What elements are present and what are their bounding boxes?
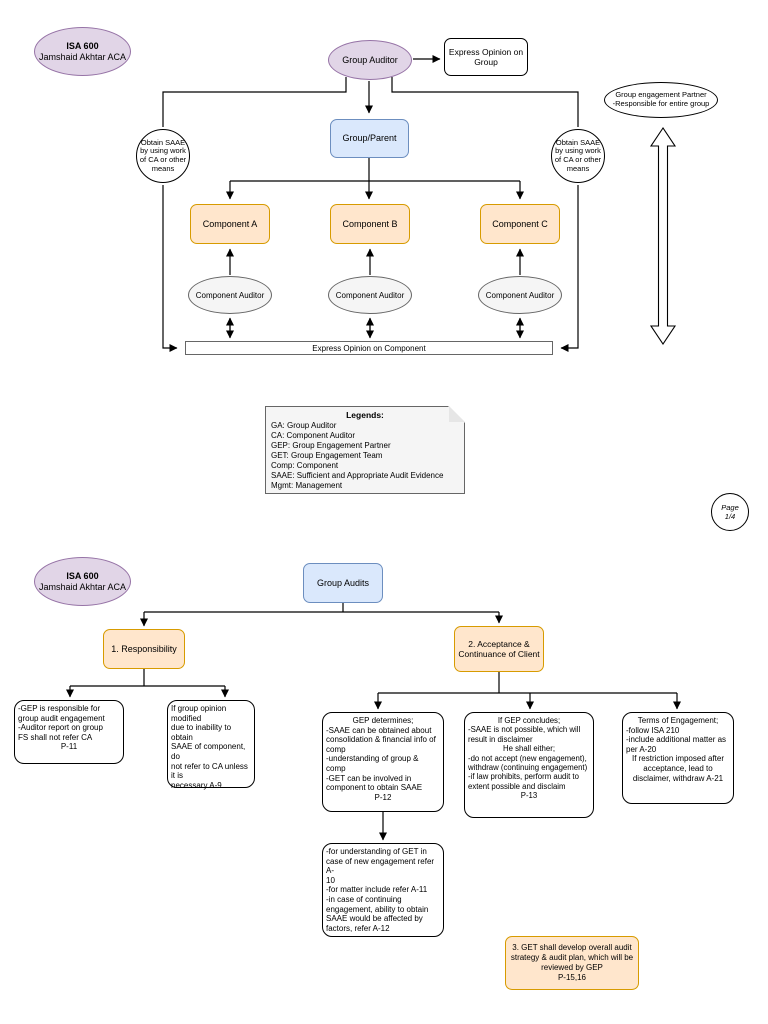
node-terms-of-engagement: Terms of Engagement; -follow ISA 210 -in… — [622, 712, 734, 804]
badge-title: ISA 600 — [66, 570, 99, 581]
gep-determines-title: GEP determines; — [352, 716, 414, 725]
node-resp-box-2: If group opinion modified due to inabili… — [167, 700, 255, 790]
node-obtain-saae-right: Obtain SAAE by using work of CA or other… — [551, 129, 605, 183]
if-gep-concludes-title: If GEP concludes; — [497, 716, 561, 725]
node-get-develop-plan: 3. GET shall develop overall audit strat… — [505, 936, 639, 990]
terms-title: Terms of Engagement; — [637, 716, 719, 725]
legend-item: SAAE: Sufficient and Appropriate Audit E… — [271, 471, 444, 480]
legend-item: GET: Group Engagement Team — [271, 451, 383, 460]
isa600-badge-top: ISA 600 Jamshaid Akhtar ACA — [34, 27, 131, 76]
node-component-a: Component A — [190, 204, 270, 244]
node-group-audits: Group Audits — [303, 563, 383, 603]
node-express-opinion-group: Express Opinion on Group — [444, 38, 528, 76]
terms-note: If restriction imposed after acceptance,… — [631, 754, 725, 783]
node-express-opinion-component: Express Opinion on Component — [185, 341, 553, 355]
gep-determines-body: -SAAE can be obtained about consolidatio… — [326, 725, 436, 793]
badge-title: ISA 600 — [66, 40, 99, 51]
if-gep-concludes-subtitle: He shall either; — [502, 744, 555, 754]
node-group-auditor: Group Auditor — [328, 40, 412, 80]
if-gep-concludes-ref: P-13 — [520, 791, 538, 801]
legend-note: Legends: GA: Group Auditor CA: Component… — [265, 406, 465, 494]
node-group-engagement-partner: Group engagement Partner -Responsible fo… — [604, 82, 718, 118]
badge-subtitle: Jamshaid Akhtar ACA — [38, 51, 127, 62]
page-indicator: Page 1/4 — [711, 493, 749, 531]
legend-item: CA: Component Auditor — [271, 431, 356, 440]
node-obtain-saae-left: Obtain SAAE by using work of CA or other… — [136, 129, 190, 183]
if-gep-concludes-body2: -do not accept (new engagement), withdra… — [468, 753, 588, 791]
resp-box-1-ref: P-11 — [60, 742, 78, 752]
resp-box-2-body: If group opinion modified due to inabili… — [171, 704, 248, 790]
node-component-b: Component B — [330, 204, 410, 244]
terms-body: -follow ISA 210 -include additional matt… — [626, 725, 727, 754]
page-indicator-label: Page — [721, 503, 739, 512]
double-arrow-icon — [649, 127, 677, 345]
node-acceptance-continuance: 2. Acceptance & Continuance of Client — [454, 626, 544, 672]
legend-item: Comp: Component — [271, 461, 339, 470]
gep-determines-ref: P-12 — [374, 792, 392, 802]
page-indicator-value: 1/4 — [724, 512, 736, 521]
badge-subtitle: Jamshaid Akhtar ACA — [38, 581, 127, 592]
node-component-c: Component C — [480, 204, 560, 244]
node-component-auditor-a: Component Auditor — [188, 276, 272, 314]
node-gep-determines: GEP determines; -SAAE can be obtained ab… — [322, 712, 444, 812]
isa600-badge-bottom: ISA 600 Jamshaid Akhtar ACA — [34, 557, 131, 606]
resp-box-1-body: -GEP is responsible for group audit enga… — [18, 704, 105, 742]
if-gep-concludes-body1: -SAAE is not possible, which will result… — [468, 725, 581, 744]
node-component-auditor-c: Component Auditor — [478, 276, 562, 314]
legend-item: Mgmt: Management — [271, 481, 343, 490]
get-understanding-body: -for understanding of GET in case of new… — [326, 847, 435, 933]
node-get-understanding: -for understanding of GET in case of new… — [322, 843, 444, 937]
legend-title: Legends: — [346, 410, 384, 420]
node-component-auditor-b: Component Auditor — [328, 276, 412, 314]
legend-item: GA: Group Auditor — [271, 421, 337, 430]
node-if-gep-concludes: If GEP concludes; -SAAE is not possible,… — [464, 712, 594, 818]
legend-item: GEP: Group Engagement Partner — [271, 441, 391, 450]
node-resp-box-1: -GEP is responsible for group audit enga… — [14, 700, 124, 764]
node-responsibility: 1. Responsibility — [103, 629, 185, 669]
node-group-parent: Group/Parent — [330, 119, 409, 158]
